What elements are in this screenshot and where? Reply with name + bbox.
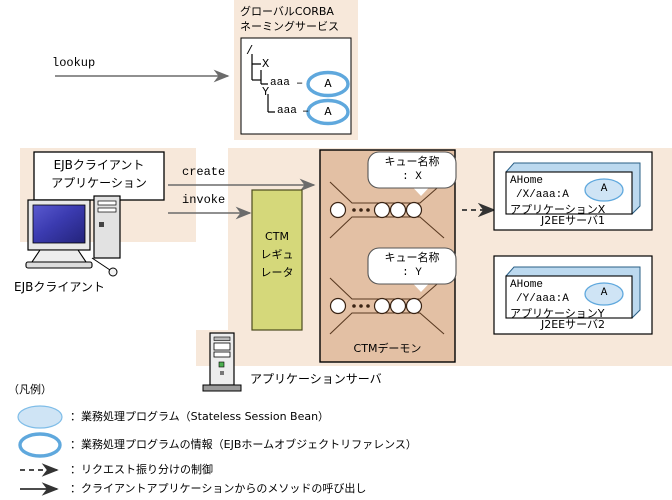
queue-funnel-y [329,277,445,335]
j2ee-server-1 [493,151,653,231]
legend-item-0-text: ：業務処理プログラム（Stateless Session Bean） [70,410,330,423]
j2ee-server-2 [493,255,653,335]
ctm-regulator-line3: レータ [260,266,294,279]
tree-dash-y: – [302,104,310,118]
j2ee-1-bean-label: A [600,183,608,195]
ctm-daemon-label: CTMデーモン [353,342,422,355]
client-app-label-line2: アプリケーション [51,176,147,190]
queue-funnel-x [329,181,445,239]
queue-callout-y [367,247,457,292]
legend-item-3-text: ：クライアントアプリケーションからのメソッドの呼び出し [70,482,367,495]
desktop-computer-icon [25,195,121,277]
naming-bean-ellipse-x [306,70,350,98]
queue-y-name: : Y [402,267,422,279]
lookup-arrow-label: lookup [52,56,96,70]
tree-leaf-x-label: aaa [270,77,290,89]
j2ee-1-app: アプリケーションX [510,203,606,216]
ctm-regulator-box [251,189,303,331]
client-app-label-line1: EJBクライアント [53,158,145,172]
j2ee-2-bean-label: A [600,287,608,299]
server-tower-icon [202,332,242,392]
queue-callout-x [367,151,457,196]
ctm-regulator-line2: レギュ [260,248,294,261]
queue-x-name: : X [402,171,422,183]
app-server-caption: アプリケーションサーバ [250,372,382,386]
j2ee-2-app: アプリケーションY [510,307,605,320]
invoke-arrow-label: invoke [182,193,226,207]
j2ee-2-home: AHome [510,279,544,291]
ctm-regulator-line1: CTM [265,230,289,243]
bean-ellipse-x [584,178,624,202]
tree-branch-x-label: X [262,57,270,71]
create-arrow-label: create [182,165,226,179]
j2ee-1-path: /X/aaa:A [516,189,569,201]
tree-leaf-y-label: aaa [277,105,297,117]
naming-bean-ellipse-y [306,98,350,126]
client-app-box [33,151,165,201]
tree-connector-x [251,54,261,80]
queue-x-title: キュー名称 [384,155,440,168]
j2ee-2-path: /Y/aaa:A [516,293,569,305]
j2ee-2-caption: J2EEサーバ2 [540,318,606,331]
queue-y-title: キュー名称 [384,251,440,264]
bean-ellipse-y [584,282,624,306]
legend-filled-ellipse [17,405,63,429]
j2ee-1-caption: J2EEサーバ1 [540,214,606,227]
tree-connector-y-leaf [267,94,275,113]
tree-root-label: / [246,44,254,58]
legend-item-1-text: ：業務処理プログラムの情報（EJBホームオブジェクトリファレンス） [70,438,417,451]
naming-service-title-line2: ネーミングサービス [240,20,339,33]
j2ee-1-home: AHome [510,175,544,187]
tree-branch-y-label: Y [262,85,270,99]
legend-item-2-text: ：リクエスト振り分けの制御 [70,463,213,476]
tree-connector-x-leaf [260,70,268,85]
client-caption: EJBクライアント [14,280,105,294]
naming-service-title-line1: グローバルCORBA [240,5,334,18]
tree-dash-x: – [296,76,304,90]
naming-bean-x-label: A [324,77,332,91]
naming-bean-y-label: A [324,105,332,119]
legend-title: （凡例） [8,383,52,396]
legend-outline-ellipse [18,432,62,458]
